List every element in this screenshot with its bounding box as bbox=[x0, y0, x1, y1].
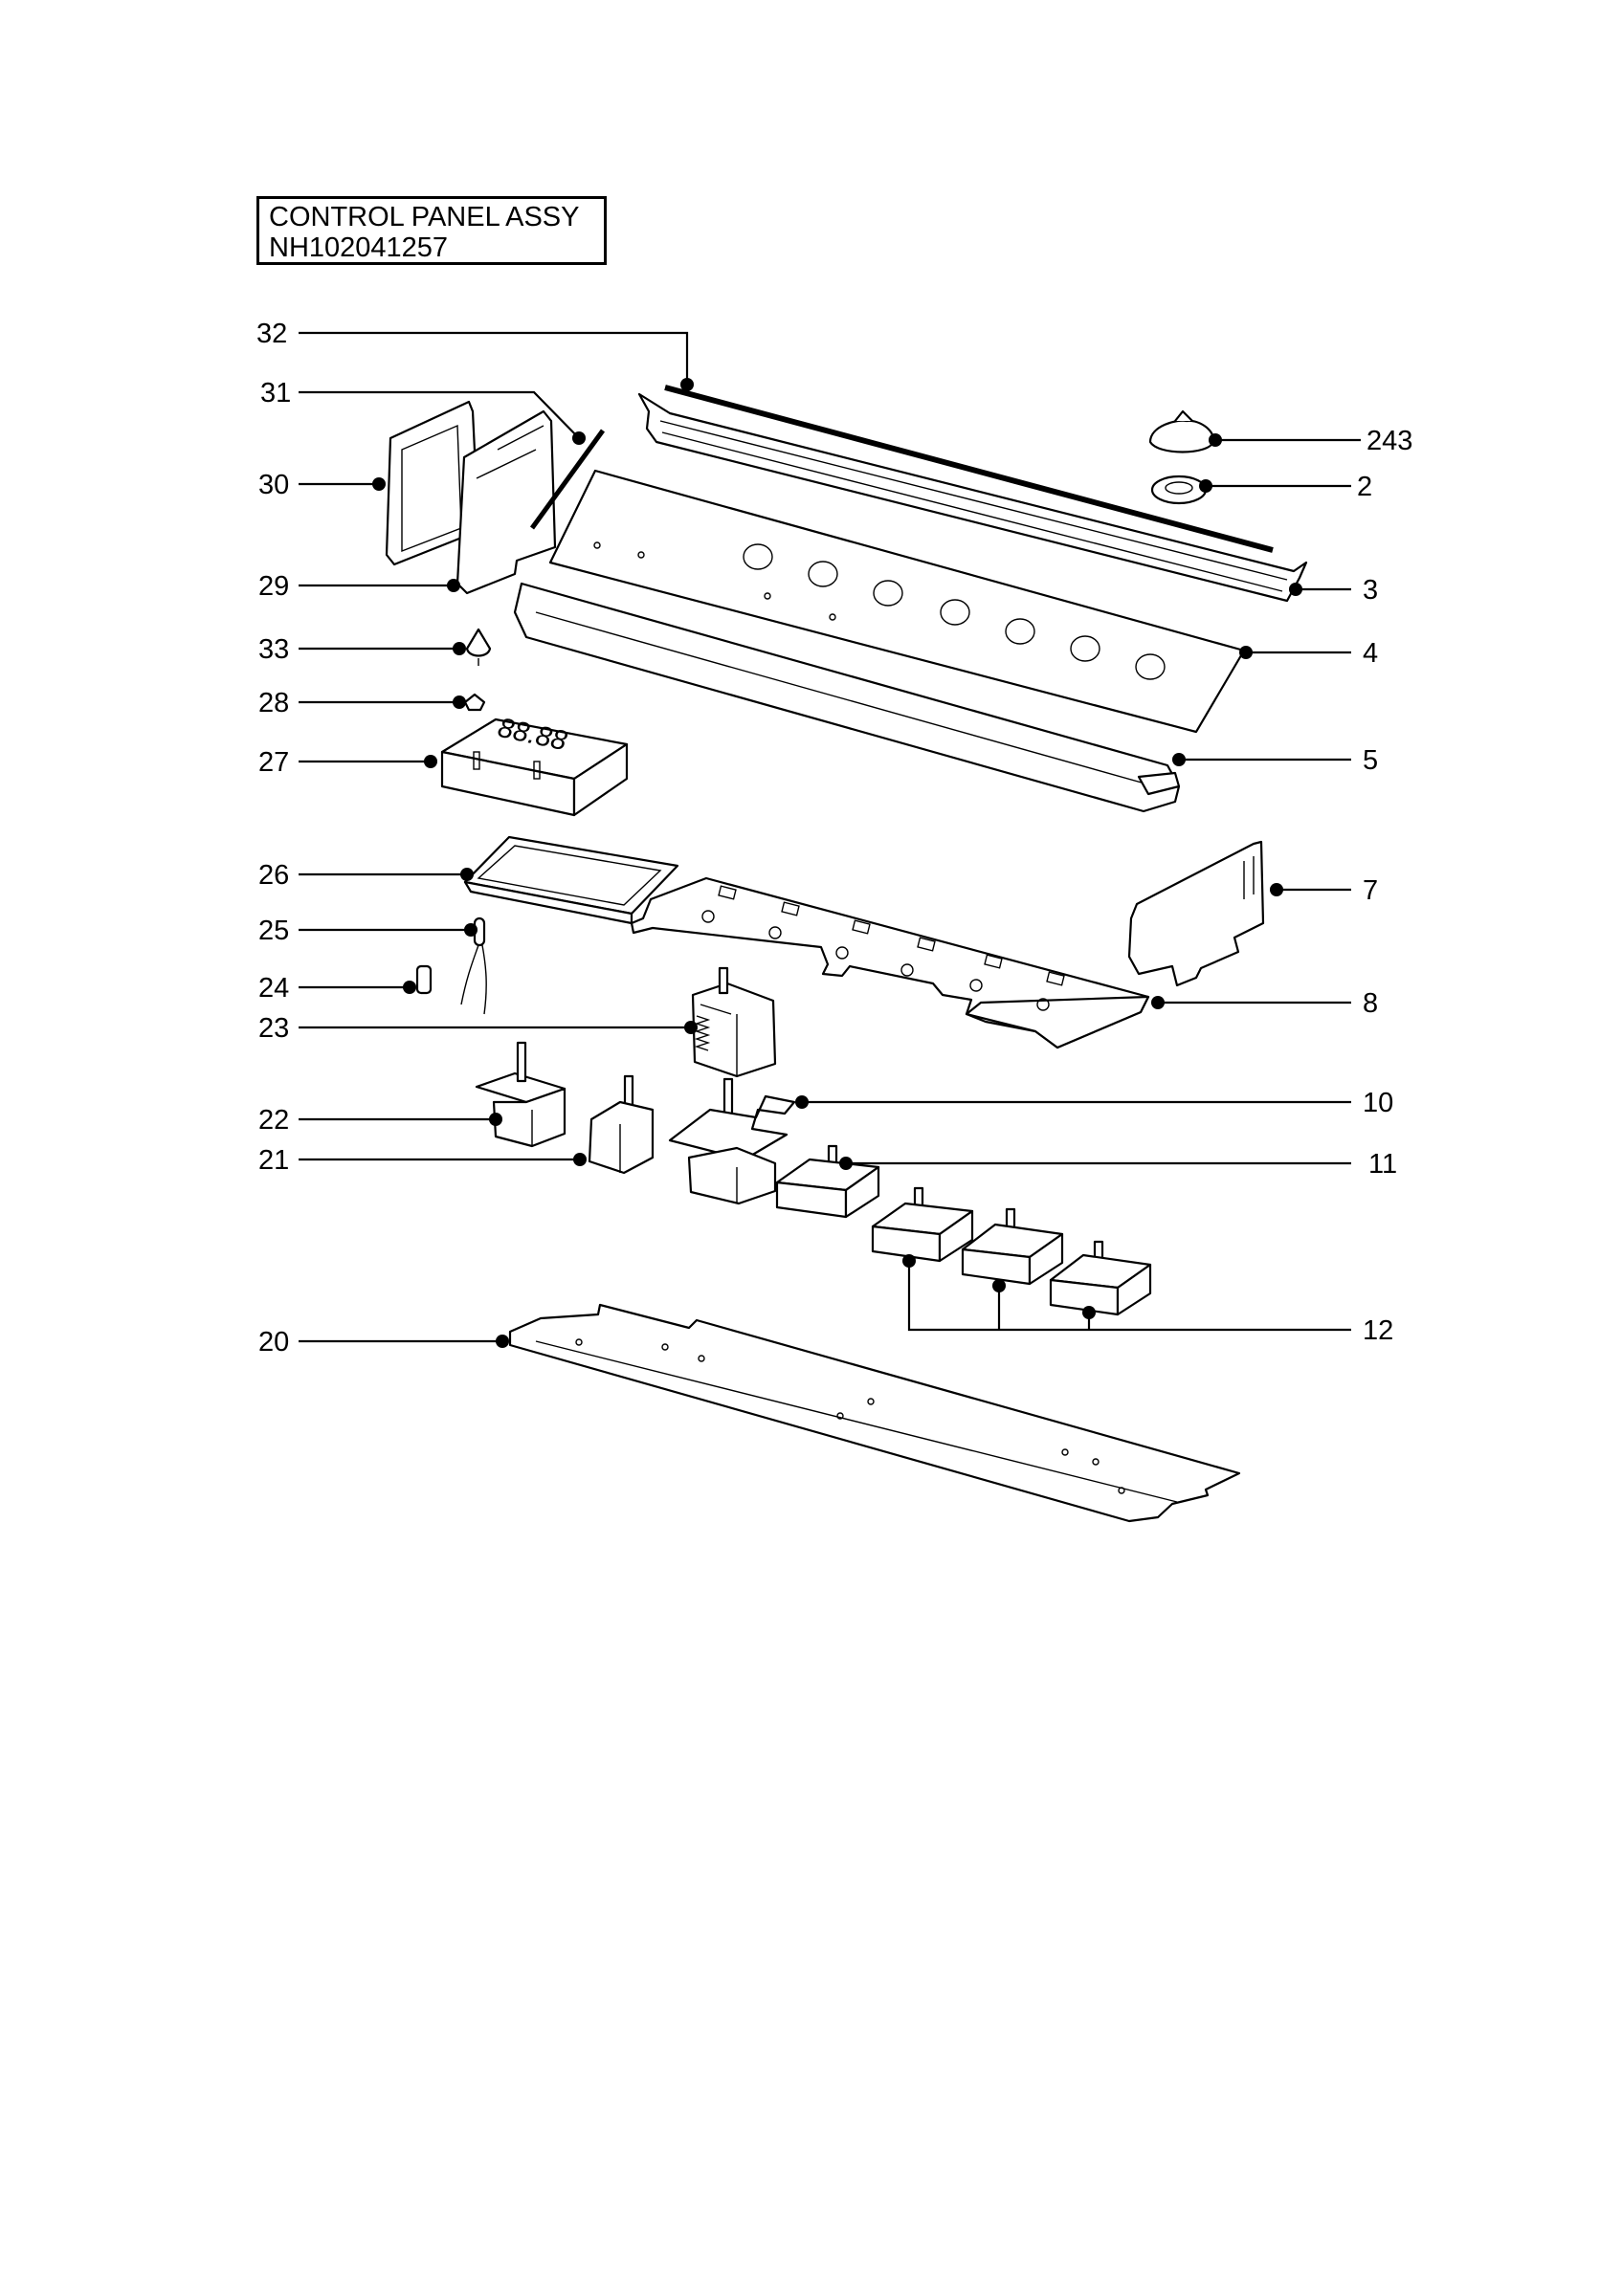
callout-27: 27 bbox=[258, 747, 437, 778]
callout-31: 31 bbox=[260, 378, 586, 445]
callout-10: 10 bbox=[795, 1088, 1393, 1118]
part-29-side-support bbox=[455, 409, 557, 595]
callout-label: 21 bbox=[258, 1145, 289, 1176]
part-8-mounting-bracket bbox=[630, 876, 1150, 1049]
part-12-switch-a bbox=[871, 1186, 974, 1263]
callout-11: 11 bbox=[839, 1149, 1397, 1180]
part-24-bushing bbox=[415, 964, 433, 995]
callout-7: 7 bbox=[1270, 875, 1378, 906]
callout-2: 2 bbox=[1199, 472, 1372, 502]
callout-label: 12 bbox=[1363, 1315, 1393, 1346]
callout-label: 30 bbox=[258, 470, 289, 500]
callout-label: 11 bbox=[1368, 1149, 1397, 1180]
callout-4: 4 bbox=[1239, 638, 1378, 669]
callout-20: 20 bbox=[258, 1327, 509, 1358]
callout-label: 5 bbox=[1363, 745, 1378, 776]
callout-25: 25 bbox=[258, 916, 478, 946]
callout-label: 26 bbox=[258, 860, 289, 891]
title-box: CONTROL PANEL ASSY NH102041257 bbox=[256, 196, 607, 265]
callout-5: 5 bbox=[1172, 745, 1378, 776]
callout-label: 10 bbox=[1363, 1088, 1393, 1118]
callout-24: 24 bbox=[258, 973, 416, 1004]
part-31-rod bbox=[529, 429, 606, 530]
callout-29: 29 bbox=[258, 571, 460, 602]
callout-label: 22 bbox=[258, 1105, 289, 1136]
part-7-side-plate bbox=[1127, 840, 1265, 987]
part-20-base-plate bbox=[508, 1303, 1241, 1523]
callout-label: 7 bbox=[1363, 875, 1378, 906]
part-25-sensor-probe bbox=[460, 916, 487, 1015]
callout-label: 3 bbox=[1363, 575, 1378, 606]
callout-label: 24 bbox=[258, 973, 289, 1004]
part-12-switch-b bbox=[961, 1207, 1064, 1286]
callout-label: 27 bbox=[258, 747, 289, 778]
callout-label: 243 bbox=[1366, 426, 1412, 456]
callout-28: 28 bbox=[258, 688, 466, 718]
callout-32: 32 bbox=[256, 319, 694, 391]
part-23-selector-switch bbox=[691, 966, 777, 1078]
callout-label: 33 bbox=[258, 634, 289, 665]
part-2-knob-bezel bbox=[1150, 475, 1208, 505]
callout-label: 8 bbox=[1363, 988, 1378, 1019]
callout-30: 30 bbox=[258, 470, 386, 500]
callout-3: 3 bbox=[1289, 575, 1378, 606]
callout-21: 21 bbox=[258, 1145, 587, 1176]
part-27-timer-module: 88.88 bbox=[440, 713, 629, 817]
assembly-code: NH102041257 bbox=[269, 232, 449, 263]
callout-label: 20 bbox=[258, 1327, 289, 1358]
part-5-lower-profile bbox=[513, 582, 1181, 813]
part-33-cone-knob bbox=[465, 628, 492, 666]
part-4-control-fascia bbox=[548, 469, 1246, 734]
callout-label: 4 bbox=[1363, 638, 1378, 669]
callout-33: 33 bbox=[258, 634, 466, 665]
callout-23: 23 bbox=[258, 1013, 698, 1044]
callout-label: 32 bbox=[256, 319, 287, 349]
part-32-gasket-strip bbox=[664, 385, 1274, 553]
callout-12: 12 bbox=[902, 1254, 1393, 1346]
part-12-switch-c bbox=[1049, 1240, 1152, 1316]
callout-22: 22 bbox=[258, 1105, 502, 1136]
callout-26: 26 bbox=[258, 860, 474, 891]
callout-label: 23 bbox=[258, 1013, 289, 1044]
part-11-control-switch bbox=[775, 1144, 880, 1219]
callout-label: 2 bbox=[1357, 472, 1372, 502]
callout-label: 31 bbox=[260, 378, 291, 408]
callout-8: 8 bbox=[1151, 988, 1378, 1019]
callout-label: 25 bbox=[258, 916, 289, 946]
part-243-knob bbox=[1148, 409, 1215, 453]
callout-label: 28 bbox=[258, 688, 289, 718]
callout-label: 29 bbox=[258, 571, 289, 602]
part-28-clip bbox=[463, 693, 486, 712]
part-26-glass-plate bbox=[463, 835, 679, 925]
part-22-energy-regulator bbox=[475, 1041, 567, 1148]
assembly-name: CONTROL PANEL ASSY bbox=[269, 202, 580, 232]
part-10-switch-plate bbox=[668, 1077, 796, 1205]
callout-243: 243 bbox=[1209, 426, 1412, 456]
part-21-rotary-switch bbox=[588, 1074, 655, 1175]
